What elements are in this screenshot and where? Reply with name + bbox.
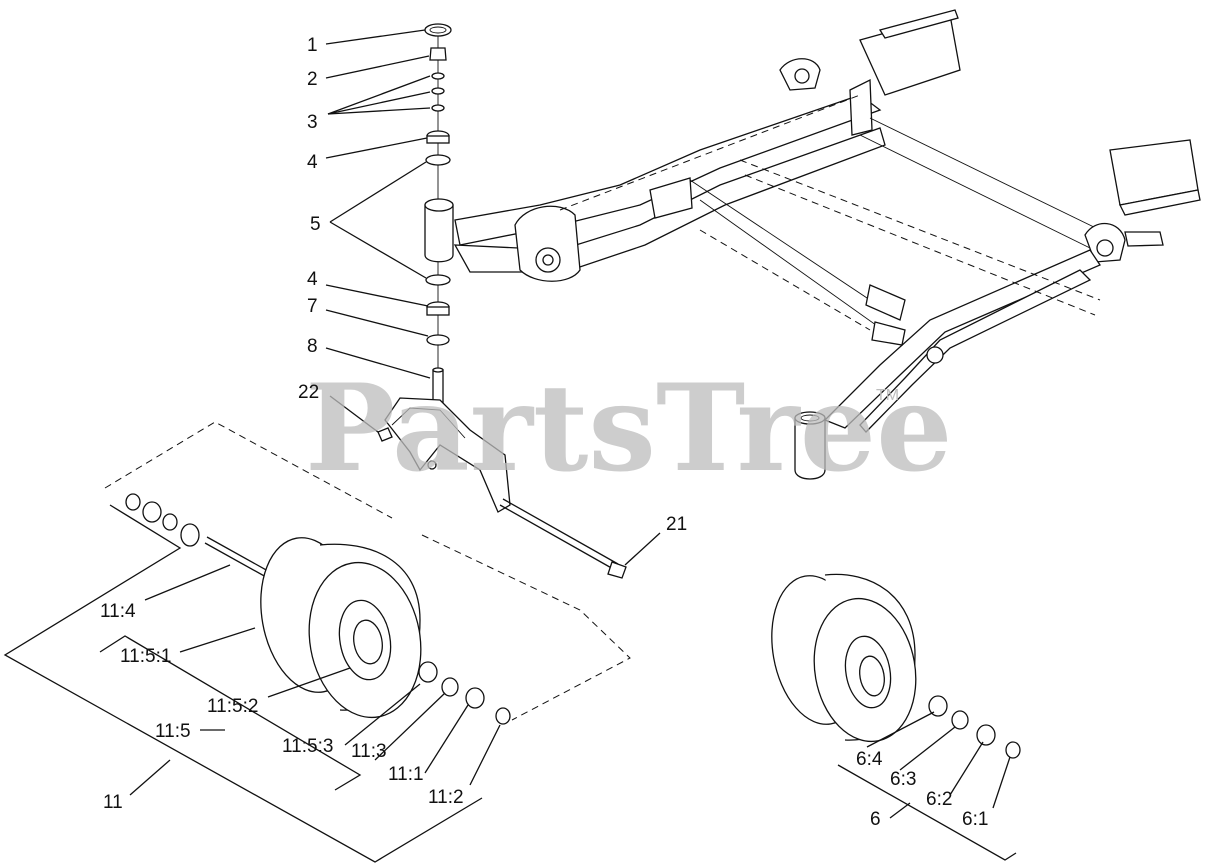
callout-1: 1	[307, 35, 318, 56]
callout-11-3: 11:3	[351, 741, 387, 762]
left-wheel-assembly	[104, 421, 631, 725]
callout-11-4: 11:4	[100, 601, 136, 622]
callout-8: 8	[307, 336, 318, 357]
callout-4-lower: 4	[307, 269, 318, 290]
mower-frame	[453, 9, 1201, 480]
callout-11-5-2: 11:5:2	[207, 696, 258, 717]
right-wheel-assembly	[771, 573, 1021, 759]
callout-11-1: 11:1	[388, 764, 424, 785]
caster-stack	[377, 23, 627, 579]
callout-6-1: 6:1	[962, 809, 988, 830]
callout-6-4: 6:4	[856, 749, 883, 770]
callout-21: 21	[666, 514, 687, 535]
watermark-tm: TM	[876, 387, 899, 404]
callout-6: 6	[870, 809, 881, 830]
callout-11-5-1: 11:5:1	[120, 646, 171, 667]
leader-lines	[3, 29, 1017, 863]
watermark: PartsTree TM	[305, 358, 952, 499]
callout-6-3: 6:3	[890, 769, 916, 790]
callout-11-5: 11:5	[155, 721, 191, 742]
callout-11: 11	[103, 792, 123, 813]
callout-4-upper: 4	[307, 152, 318, 173]
watermark-text: PartsTree	[305, 358, 952, 499]
callout-11-2: 11:2	[428, 787, 464, 808]
callout-3: 3	[307, 112, 318, 133]
callout-5: 5	[310, 214, 321, 235]
callout-6-2: 6:2	[926, 789, 952, 810]
callout-11-5-3: 11:5:3	[282, 736, 333, 757]
callout-7: 7	[307, 296, 318, 317]
callouts: 1 2 3 4 5 4 7 8 22 21 11:4 11:5:1 11:5:2…	[100, 35, 988, 830]
callout-2: 2	[307, 69, 318, 90]
callout-22: 22	[298, 382, 319, 403]
